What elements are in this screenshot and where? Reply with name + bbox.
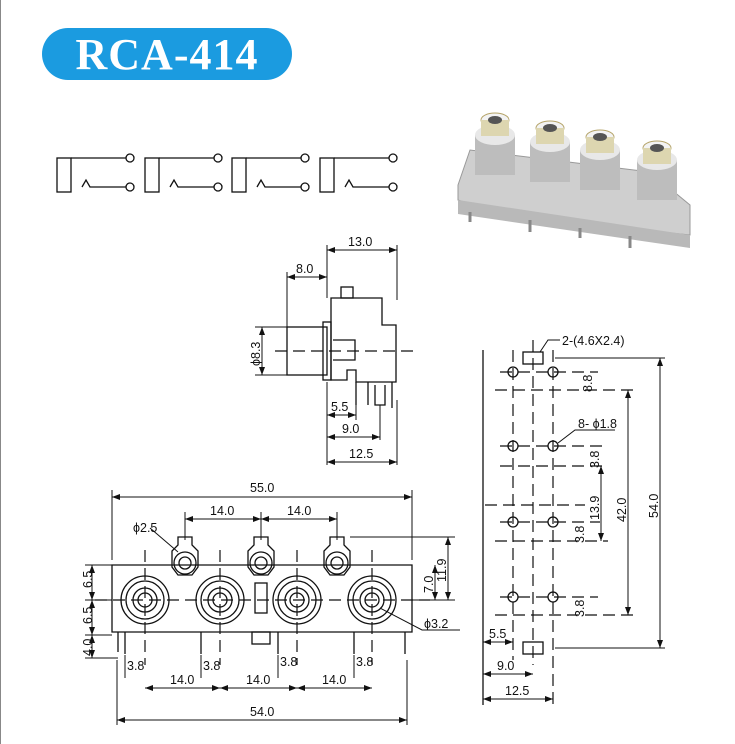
dim-pin-offset: 3.8 (203, 659, 220, 673)
jack-photo (475, 112, 515, 175)
dim-pin2: 9.0 (342, 422, 359, 436)
small-jack (171, 536, 199, 576)
dim-bottom-pitch: 14.0 (322, 673, 346, 687)
dim-height-upper: 6.5 (81, 571, 95, 588)
schematic-symbol (319, 153, 398, 193)
dim-col1: 5.5 (489, 627, 506, 641)
dim-depth-total: 13.0 (348, 235, 372, 249)
jack-photo (637, 140, 677, 200)
dim-top-pitch-2: 14.0 (287, 504, 311, 518)
dim-col2: 9.0 (497, 659, 514, 673)
rca-jack (120, 575, 170, 625)
dim-diameter: ϕ8.3 (249, 342, 263, 366)
small-jack (247, 536, 275, 576)
dim-pin-offset: 3.8 (356, 655, 373, 669)
dim-overall: 54.0 (647, 494, 661, 518)
dim-offset: 3.8 (588, 451, 602, 468)
dim-right-11-9: 11.9 (435, 559, 449, 582)
dim-small-hole: ϕ2.5 (133, 521, 157, 535)
dim-pin-offset: 3.8 (127, 659, 144, 673)
dim-large-hole: ϕ3.2 (424, 617, 448, 631)
dim-offset: 8.8 (581, 375, 595, 392)
dim-offset: 3.8 (573, 600, 587, 617)
dim-pin-span: 54.0 (250, 705, 274, 719)
dim-pitch: 13.9 (588, 496, 602, 520)
schematic-symbol (231, 153, 310, 193)
dim-plug-length: 8.0 (296, 262, 313, 276)
side-view: 13.0 8.0 ϕ8.3 5.5 9.0 12.5 (249, 235, 415, 465)
jack-photo (530, 120, 570, 182)
switch-schematics (56, 153, 398, 193)
jack-photo (580, 129, 620, 190)
dim-pin-height: 4.0 (81, 639, 95, 656)
dim-top-pitch-1: 14.0 (210, 504, 234, 518)
small-jack (323, 536, 351, 576)
dim-col3: 12.5 (505, 684, 529, 698)
dim-slot: 2-(4.6X2.4) (562, 334, 625, 348)
dim-pin-offset: 3.8 (280, 655, 297, 669)
dim-right-7: 7.0 (422, 576, 436, 593)
product-photo (457, 112, 691, 248)
front-view: 55.0 14.0 14.0 ϕ2.5 ϕ3.2 6.5 6.5 4.0 7.0… (81, 481, 460, 725)
model-title: RCA-414 (75, 29, 259, 79)
dim-bottom-pitch: 14.0 (246, 673, 270, 687)
mounting-slot (522, 641, 544, 655)
dim-holes: 8- ϕ1.8 (578, 417, 617, 431)
dim-inner-span: 42.0 (615, 498, 629, 522)
schematic-symbol (56, 153, 135, 193)
page-border (0, 0, 1, 744)
dim-pin3: 12.5 (349, 447, 373, 461)
mounting-slot (522, 351, 544, 365)
model-title-badge: RCA-414 (42, 28, 292, 80)
dim-height-lower: 6.5 (81, 607, 95, 624)
schematic-symbol (144, 153, 223, 193)
dim-bottom-pitch: 14.0 (170, 673, 194, 687)
pcb-layout-view: 2-(4.6X2.4) 8- ϕ1.8 8.8 3.8 3.8 3.8 13.9… (482, 334, 665, 705)
dim-overall-width: 55.0 (250, 481, 274, 495)
dim-offset: 3.8 (573, 526, 587, 543)
dim-pin1: 5.5 (331, 400, 348, 414)
